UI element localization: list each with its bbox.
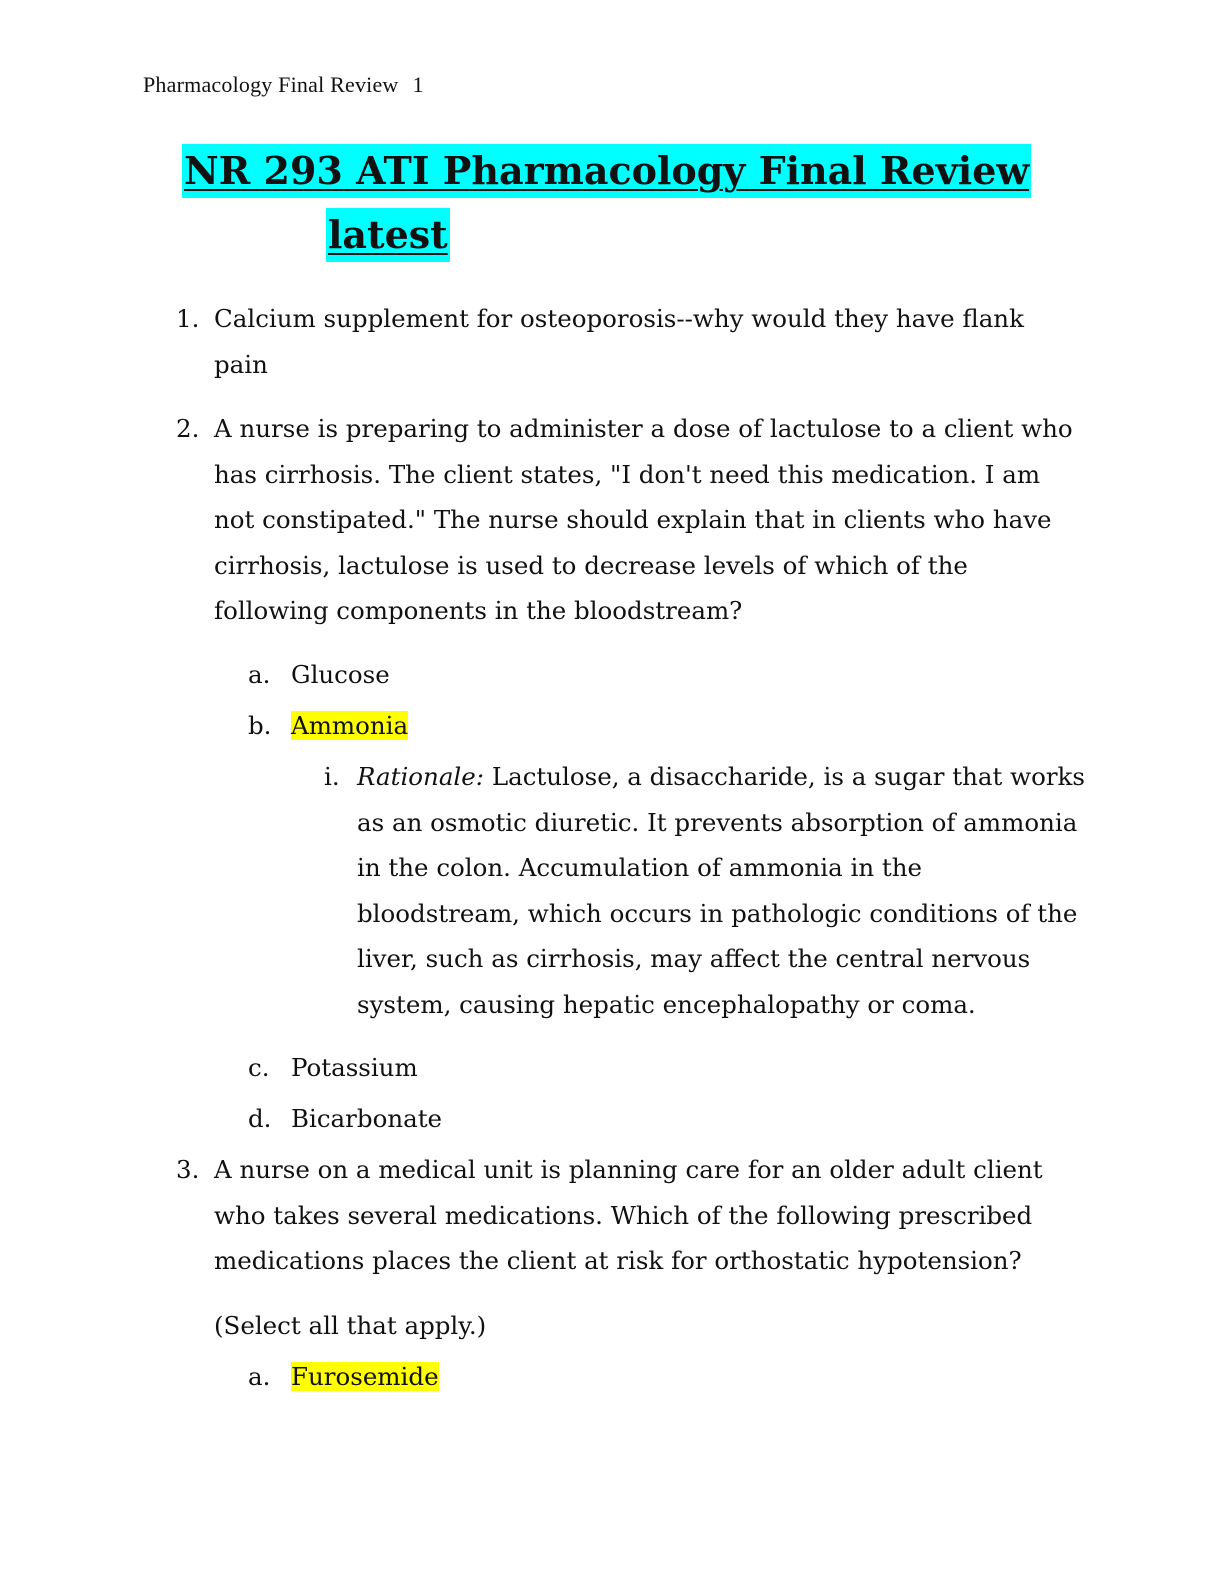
page-number: 1 bbox=[412, 72, 424, 97]
option-text: Glucose bbox=[291, 660, 390, 689]
rationale-text: Lactulose, a disaccharide, is a sugar th… bbox=[357, 762, 1085, 1019]
question-text: A nurse is preparing to administer a dos… bbox=[214, 414, 1073, 625]
answer-option: d. Bicarbonate bbox=[248, 1096, 443, 1142]
answer-option-correct: b. Ammonia bbox=[248, 703, 409, 749]
option-letter: b. bbox=[248, 711, 272, 740]
option-text-highlighted: Furosemide bbox=[291, 1362, 439, 1391]
option-letter: d. bbox=[248, 1104, 272, 1133]
question-2: 2. A nurse is preparing to administer a … bbox=[176, 406, 1084, 634]
question-3: 3. A nurse on a medical unit is planning… bbox=[176, 1147, 1084, 1284]
answer-option: a. Glucose bbox=[248, 652, 390, 698]
rationale-numeral: i. bbox=[324, 762, 340, 791]
question-number: 3. bbox=[176, 1155, 200, 1184]
running-header: Pharmacology Final Review 1 bbox=[143, 72, 424, 98]
option-letter: a. bbox=[248, 660, 271, 689]
answer-option-correct: a. Furosemide bbox=[248, 1354, 439, 1400]
rationale-label: Rationale: bbox=[357, 762, 485, 791]
question-1: 1. Calcium supplement for osteoporosis--… bbox=[176, 296, 1084, 387]
question-text: A nurse on a medical unit is planning ca… bbox=[214, 1155, 1043, 1275]
select-all-instruction: (Select all that apply.) bbox=[214, 1311, 487, 1340]
option-text-highlighted: Ammonia bbox=[291, 711, 409, 740]
option-letter: a. bbox=[248, 1362, 271, 1391]
question-number: 2. bbox=[176, 414, 200, 443]
answer-option: c. Potassium bbox=[248, 1045, 418, 1091]
option-letter: c. bbox=[248, 1053, 270, 1082]
rationale: i. Rationale: Lactulose, a disaccharide,… bbox=[324, 754, 1087, 1027]
option-text: Potassium bbox=[291, 1053, 418, 1082]
running-header-title: Pharmacology Final Review bbox=[143, 72, 399, 97]
option-text: Bicarbonate bbox=[291, 1104, 443, 1133]
title-line-1: NR 293 ATI Pharmacology Final Review bbox=[182, 144, 1032, 198]
question-text: Calcium supplement for osteoporosis--why… bbox=[214, 304, 1024, 379]
question-number: 1. bbox=[176, 304, 200, 333]
title-line-2: latest bbox=[326, 208, 450, 262]
